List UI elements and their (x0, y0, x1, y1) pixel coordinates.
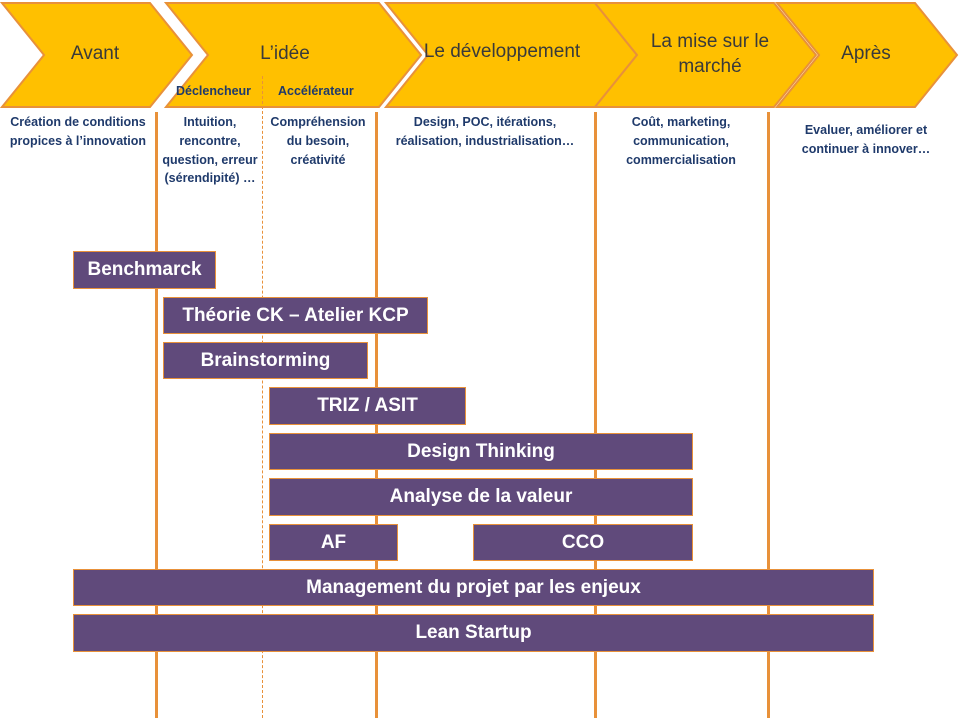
method-bar-management-enjeux: Management du projet par les enjeux (73, 569, 874, 606)
phase-title-marche: La mise sur le marché (650, 31, 770, 77)
method-bar-triz-asit: TRIZ / ASIT (269, 387, 466, 425)
method-bar-theorie-ck: Théorie CK – Atelier KCP (163, 297, 428, 334)
timeline-divider (155, 112, 158, 718)
method-bar-lean-startup: Lean Startup (73, 614, 874, 652)
subphase-description-declencheur: Intuition, rencontre, question, erreur (… (162, 115, 258, 186)
method-bar-analyse-valeur: Analyse de la valeur (269, 478, 693, 516)
timeline-divider (594, 112, 597, 718)
method-bar-cco: CCO (473, 524, 693, 561)
subphase-label-declencheur: Déclencheur (176, 84, 252, 98)
subphase-label-accelerateur: Accélérateur (278, 84, 354, 98)
phase-description-avant: Création de conditions propices à l’inno… (9, 115, 147, 148)
method-bar-af: AF (269, 524, 398, 561)
phase-chevron-avant (0, 1, 194, 108)
phase-description-apres: Evaluer, améliorer et continuer à innove… (801, 123, 931, 156)
phase-description-marche: Coût, marketing, communication, commerci… (626, 115, 736, 167)
method-bar-design-thinking: Design Thinking (269, 433, 693, 470)
timeline-divider-dashed (262, 76, 263, 718)
phase-title-idee: L’idée (260, 42, 310, 64)
phase-description-developpement: Design, POC, itérations, réalisation, in… (395, 115, 575, 148)
phase-title-developpement: Le développement (423, 40, 581, 62)
phase-chevron-apres (774, 1, 959, 108)
phase-chevron-idee (163, 1, 423, 108)
subphase-description-accelerateur: Compréhension du besoin, créativité (270, 115, 366, 167)
phase-chevron-marche (592, 1, 818, 108)
phase-title-avant: Avant (70, 42, 120, 64)
method-bar-benchmarck: Benchmarck (73, 251, 216, 289)
method-bar-brainstorming: Brainstorming (163, 342, 368, 379)
phase-chevrons (0, 1, 959, 108)
phase-title-apres: Après (841, 42, 891, 64)
timeline-divider (767, 112, 770, 718)
